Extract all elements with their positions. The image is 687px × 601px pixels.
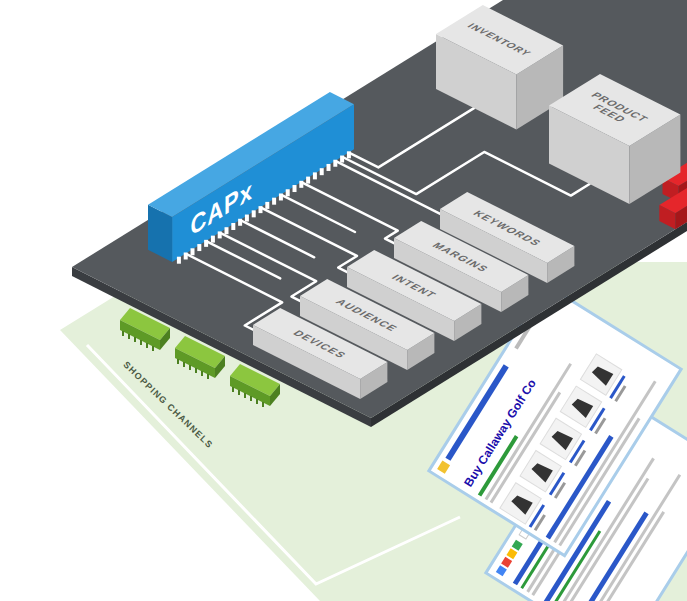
circuit-board	[72, 0, 687, 418]
connector-trace	[261, 207, 361, 278]
inventory-block: INVENTORY	[435, 4, 564, 130]
connector-trace	[335, 161, 454, 221]
chip-pin	[225, 227, 229, 234]
chip-pin	[218, 232, 222, 239]
chip-pin	[347, 152, 351, 159]
chip-pin	[333, 160, 337, 167]
chip-pin	[184, 253, 188, 260]
chip-pin	[252, 211, 256, 218]
chip-pin	[211, 236, 215, 243]
ad-title: Buy Callaway Golf Co	[459, 374, 541, 493]
chip-pin	[340, 156, 344, 163]
chip-pin	[293, 185, 297, 192]
chip-pin	[286, 189, 290, 196]
connector-trace	[349, 108, 474, 167]
chip-pin	[320, 168, 324, 175]
block-shape	[252, 307, 388, 400]
block-shape	[435, 4, 564, 130]
chip-pin	[299, 181, 303, 188]
chip-pin	[306, 177, 310, 184]
chip-pin	[259, 206, 263, 213]
chip-pin	[197, 244, 201, 251]
chip-pin	[327, 164, 331, 171]
factor-block: DEVICES	[252, 307, 388, 400]
chip-pin	[191, 248, 195, 255]
region-label: SHOPPING CHANNELS	[121, 360, 215, 451]
block-shape	[548, 73, 681, 205]
chip-pin	[313, 173, 317, 180]
chip-pin	[177, 257, 181, 264]
search-screenshot	[429, 284, 681, 555]
chip-pin	[204, 240, 208, 247]
chip-pin	[272, 198, 276, 205]
product-feed-block: PRODUCT FEED	[548, 73, 681, 205]
chip-pin	[279, 194, 283, 201]
chip-pin	[265, 202, 269, 209]
capx-chip: CAPx	[147, 91, 355, 270]
chip-pin	[245, 215, 249, 222]
chip-pin	[238, 219, 242, 226]
chip-pin	[231, 223, 235, 230]
connector-trace	[301, 182, 407, 250]
